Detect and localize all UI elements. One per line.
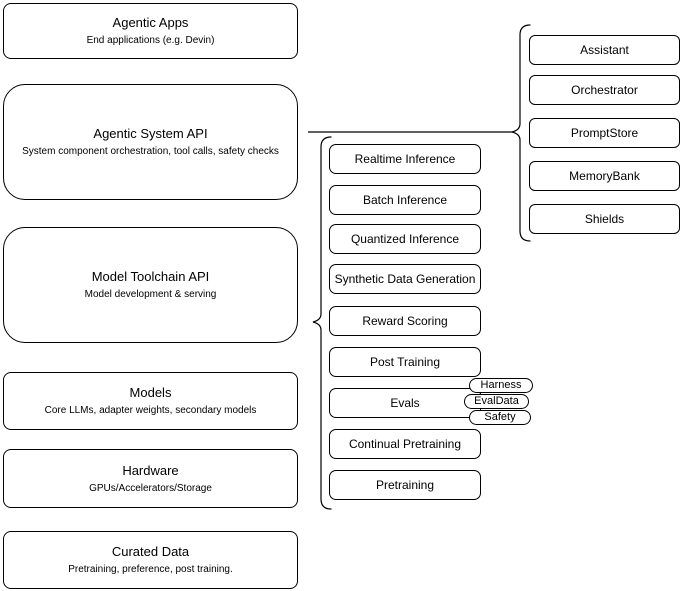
node-label: Evals: [390, 396, 420, 410]
node-continual-pretraining: Continual Pretraining: [329, 429, 481, 459]
node-title: Agentic System API: [93, 126, 208, 141]
node-agentic-system-api: Agentic System API System component orch…: [3, 84, 298, 200]
node-subtitle: System component orchestration, tool cal…: [22, 146, 279, 157]
node-label: Synthetic Data Generation: [334, 272, 476, 286]
node-title: Models: [129, 385, 172, 400]
node-pretraining: Pretraining: [329, 470, 481, 500]
node-memorybank: MemoryBank: [529, 161, 680, 191]
node-label: Orchestrator: [571, 83, 638, 97]
node-model-toolchain-api: Model Toolchain API Model development & …: [3, 227, 298, 343]
node-hardware: Hardware GPUs/Accelerators/Storage: [3, 449, 298, 508]
node-label: Batch Inference: [362, 193, 448, 207]
node-orchestrator: Orchestrator: [529, 75, 680, 105]
node-label: Continual Pretraining: [348, 437, 462, 451]
node-realtime-inference: Realtime Inference: [329, 144, 481, 174]
node-batch-inference: Batch Inference: [329, 185, 481, 215]
node-title: Curated Data: [111, 544, 190, 559]
node-label: MemoryBank: [569, 169, 640, 183]
bracket-system-components: [511, 24, 531, 242]
bracket-toolchain-items: [312, 136, 332, 510]
node-label: Quantized Inference: [350, 232, 460, 246]
node-synthetic-data-generation: Synthetic Data Generation: [329, 264, 481, 294]
pill-label: EvalData: [474, 395, 519, 407]
node-shields: Shields: [529, 204, 680, 234]
node-evals-evaldata: EvalData: [464, 394, 529, 409]
node-subtitle: End applications (e.g. Devin): [86, 35, 215, 46]
node-label: Realtime Inference: [354, 152, 456, 166]
node-models: Models Core LLMs, adapter weights, secon…: [3, 372, 298, 430]
node-label: Shields: [584, 212, 625, 226]
node-quantized-inference: Quantized Inference: [329, 224, 481, 254]
node-label: Reward Scoring: [362, 314, 448, 328]
node-evals-safety: Safety: [469, 410, 531, 425]
node-post-training: Post Training: [329, 347, 481, 377]
node-evals: Evals: [329, 388, 481, 418]
node-curated-data: Curated Data Pretraining, preference, po…: [3, 531, 298, 589]
pill-label: Harness: [480, 379, 522, 391]
node-label: Assistant: [580, 43, 629, 57]
node-label: Post Training: [369, 355, 441, 369]
pill-label: Safety: [484, 411, 516, 423]
node-title: Agentic Apps: [112, 15, 189, 30]
node-subtitle: Model development & serving: [84, 289, 217, 300]
node-subtitle: Pretraining, preference, post training.: [68, 564, 233, 575]
node-subtitle: GPUs/Accelerators/Storage: [89, 482, 212, 494]
node-reward-scoring: Reward Scoring: [329, 306, 481, 336]
node-promptstore: PromptStore: [529, 118, 680, 148]
node-title: Hardware: [122, 462, 179, 478]
node-label: PromptStore: [570, 126, 639, 140]
node-agentic-apps: Agentic Apps End applications (e.g. Devi…: [3, 3, 298, 59]
node-title: Model Toolchain API: [91, 269, 210, 284]
node-assistant: Assistant: [529, 35, 680, 65]
node-subtitle: Core LLMs, adapter weights, secondary mo…: [44, 405, 257, 416]
node-label: Pretraining: [375, 478, 435, 492]
node-evals-harness: Harness: [469, 378, 533, 393]
